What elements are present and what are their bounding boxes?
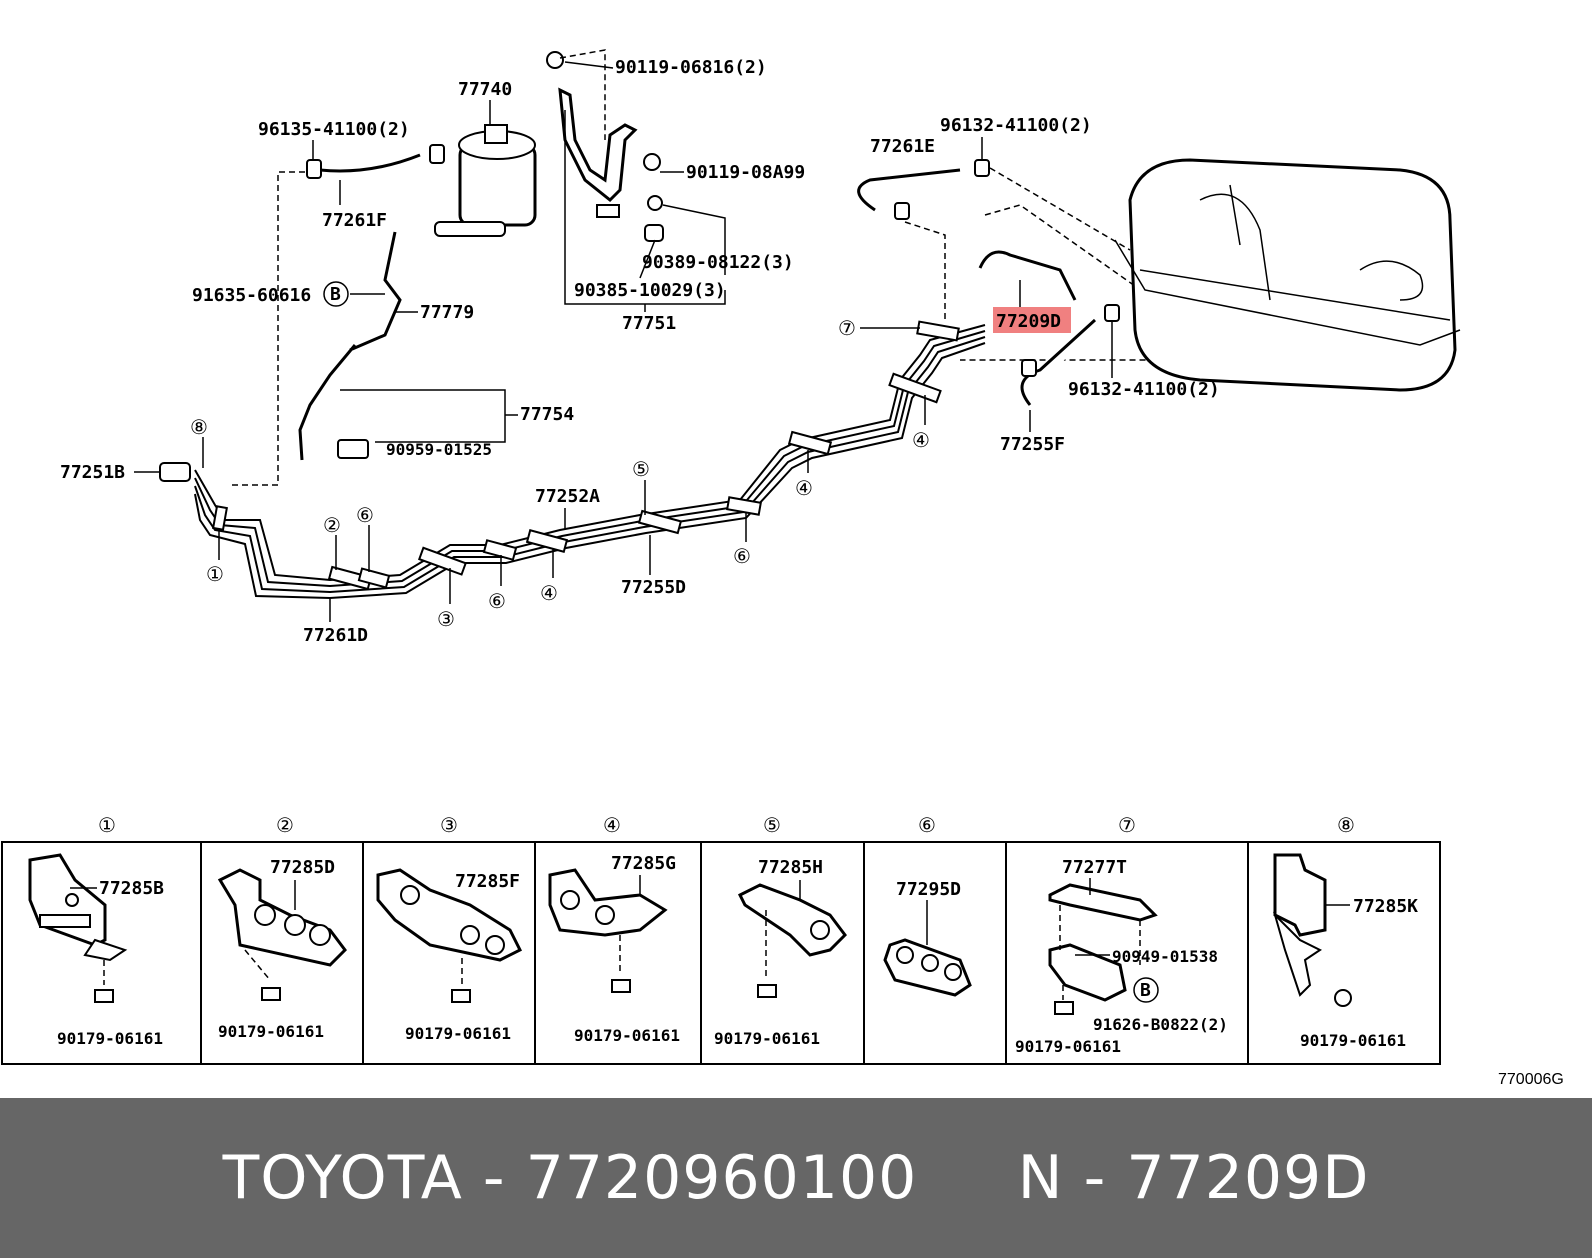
bracket-77277t-drawing bbox=[1048, 883, 1158, 1015]
label-96132-41100-bot: 96132-41100(2) bbox=[1068, 379, 1220, 400]
panel-7-number: ⑦ bbox=[1118, 813, 1136, 837]
charcoal-canister-77740 bbox=[434, 100, 537, 237]
label-90119-06816: 90119-06816(2) bbox=[615, 57, 767, 78]
label-77251b: 77251B bbox=[60, 462, 125, 483]
label-77754: 77754 bbox=[520, 404, 574, 425]
label-77255d: 77255D bbox=[621, 577, 686, 598]
clamp-77295d-drawing bbox=[883, 938, 972, 997]
panel-5-part: 77285H bbox=[758, 857, 823, 878]
callout-6a-top: ⑥ bbox=[356, 503, 374, 527]
callout-3-top: ③ bbox=[437, 607, 455, 631]
label-90119-08a99: 90119-08A99 bbox=[686, 162, 805, 183]
pipe-clamps bbox=[212, 320, 960, 591]
nut-90385 bbox=[644, 224, 664, 242]
detail-panels bbox=[1, 841, 1441, 1065]
callout-6b-top: ⑥ bbox=[488, 589, 506, 613]
clamp-96132-bot bbox=[1104, 304, 1120, 322]
clamp-90959 bbox=[337, 439, 369, 459]
clamp-96132-top bbox=[974, 159, 990, 177]
panel-2-number: ② bbox=[276, 813, 294, 837]
callout-4a-top: ④ bbox=[540, 581, 558, 605]
panel-1-number: ① bbox=[98, 813, 116, 837]
callout-4b-top: ④ bbox=[795, 476, 813, 500]
label-90385-10029: 90385-10029(3) bbox=[574, 280, 726, 301]
panel-5-bolt: 90179-06161 bbox=[714, 1029, 820, 1048]
panel-3-number: ③ bbox=[440, 813, 458, 837]
label-77255f: 77255F bbox=[1000, 434, 1065, 455]
callout-8-top: ⑧ bbox=[190, 415, 208, 439]
panel-4-number: ④ bbox=[603, 813, 621, 837]
callout-b-panel bbox=[1133, 977, 1159, 1003]
figure-code: 770006G bbox=[1498, 1071, 1564, 1088]
panel-3-bolt: 90179-06161 bbox=[405, 1024, 511, 1043]
fuel-line-diagram: 77740 96135-41100(2) 77261F 77779 91635-… bbox=[1, 49, 1564, 1088]
panel-2-bolt: 90179-06161 bbox=[218, 1022, 324, 1041]
callout-4c-top: ④ bbox=[912, 428, 930, 452]
clamp-77285k-drawing bbox=[1272, 853, 1352, 1007]
bolt-90119-08a99 bbox=[643, 153, 661, 171]
panel-2-part: 77285D bbox=[270, 857, 335, 878]
bracket-77751 bbox=[546, 51, 638, 218]
hose-77261e bbox=[857, 168, 961, 212]
clamp-77285g-drawing bbox=[548, 868, 668, 993]
label-96132-41100-top: 96132-41100(2) bbox=[940, 115, 1092, 136]
panel-7-extra1: 90949-01538 bbox=[1112, 947, 1218, 966]
label-77261d: 77261D bbox=[303, 625, 368, 646]
clamp-96135 bbox=[306, 159, 322, 179]
label-96135-41100: 96135-41100(2) bbox=[258, 119, 410, 140]
label-77209d: 77209D bbox=[996, 311, 1061, 332]
clamp-77285f-drawing bbox=[376, 868, 523, 1003]
label-90959-01525: 90959-01525 bbox=[386, 440, 492, 459]
hose-77261f bbox=[319, 153, 421, 173]
highlight-77209d bbox=[993, 307, 1071, 333]
panel-8-number: ⑧ bbox=[1337, 813, 1355, 837]
callout-5-top: ⑤ bbox=[632, 457, 650, 481]
hose-77255f bbox=[1020, 318, 1097, 406]
clamp-77285h-drawing bbox=[737, 883, 847, 998]
callout-6c-top: ⑥ bbox=[733, 544, 751, 568]
clamp-77285b-drawing bbox=[28, 853, 128, 1003]
panel-4-part: 77285G bbox=[611, 853, 676, 874]
clamp-96135-b bbox=[429, 144, 445, 164]
clamp-77255f bbox=[1021, 359, 1037, 377]
panel-1-bolt: 90179-06161 bbox=[57, 1029, 163, 1048]
panel-3-part: 77285F bbox=[455, 871, 520, 892]
panel-7-part: 77277T bbox=[1062, 857, 1127, 878]
panel-7-bolt: 90179-06161 bbox=[1015, 1037, 1121, 1056]
panel-7-extra2: 91626-B0822(2) bbox=[1093, 1015, 1228, 1034]
footer-bar: TOYOTA - 7720960100 N - 77209D bbox=[0, 1098, 1592, 1258]
pipe-77754 bbox=[298, 344, 357, 461]
dashed-guide-left bbox=[230, 171, 305, 486]
callout-b-top bbox=[323, 281, 349, 307]
callout-b-top-text: B bbox=[330, 284, 341, 305]
clamp-77285d-drawing bbox=[217, 868, 347, 1001]
panel-8-part: 77285K bbox=[1353, 896, 1418, 917]
panel-8-bolt: 90179-06161 bbox=[1300, 1031, 1406, 1050]
nut-90389 bbox=[647, 195, 663, 211]
fuel-tank bbox=[1114, 158, 1461, 392]
main-fuel-pipes bbox=[194, 324, 986, 600]
panel-1-part: 77285B bbox=[99, 878, 164, 899]
connector-77251b bbox=[159, 462, 191, 482]
panel-5-number: ⑤ bbox=[763, 813, 781, 837]
pipe-77209d bbox=[978, 250, 1077, 301]
panel-6-part: 77295D bbox=[896, 879, 961, 900]
panel-4-bolt: 90179-06161 bbox=[574, 1026, 680, 1045]
callout-2-top: ② bbox=[323, 513, 341, 537]
label-77252a: 77252A bbox=[535, 486, 600, 507]
panel-7-b: B bbox=[1140, 980, 1151, 1001]
label-77740: 77740 bbox=[458, 79, 512, 100]
label-77261e: 77261E bbox=[870, 136, 935, 157]
label-77261f: 77261F bbox=[322, 210, 387, 231]
label-90389-08122: 90389-08122(3) bbox=[642, 252, 794, 273]
label-77751: 77751 bbox=[622, 313, 676, 334]
label-91635-60616: 91635-60616 bbox=[192, 285, 311, 306]
pipe-77779 bbox=[349, 231, 402, 352]
panel-6-number: ⑥ bbox=[918, 813, 936, 837]
callout-7-top: ⑦ bbox=[838, 316, 856, 340]
clamp-77261e bbox=[894, 202, 910, 220]
label-77779: 77779 bbox=[420, 302, 474, 323]
callout-1-top: ① bbox=[206, 562, 224, 586]
footer-part-number: TOYOTA - 7720960100 N - 77209D bbox=[222, 1143, 1370, 1213]
